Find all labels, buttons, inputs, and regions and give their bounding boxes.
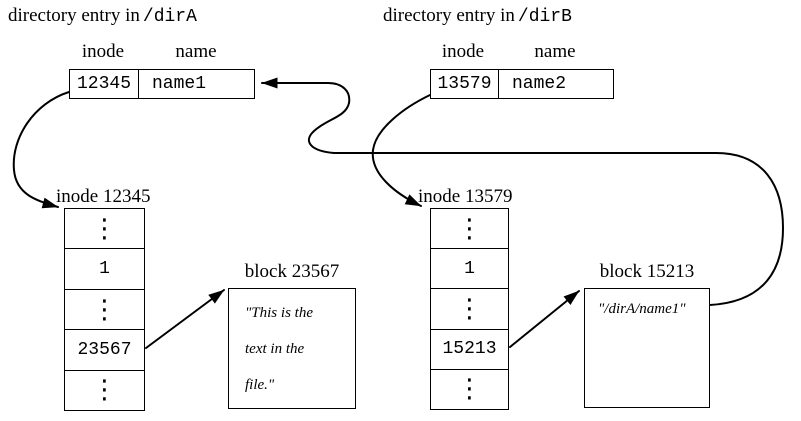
- arrow-inode-a-to-block-a: [145, 289, 225, 349]
- dirb-entry-title-text: directory entry in: [383, 5, 515, 26]
- block-b-label: block 15213: [599, 261, 695, 282]
- inode-row: ⋮: [91, 375, 118, 406]
- block-b-box: "/dirA/name1": [584, 288, 710, 408]
- block-a-box: "This is the text in the file.": [228, 288, 356, 409]
- dirb-name-cell: name2: [512, 74, 567, 94]
- dirb-inode-header: inode: [441, 41, 485, 62]
- dirb-inode-cell: 13579: [431, 70, 499, 98]
- inode-row: 1: [65, 249, 144, 290]
- dirb-entry-title: directory entry in/dirB: [383, 5, 572, 27]
- inode-a-label: inode 12345: [56, 186, 151, 207]
- dira-entry-title-text: directory entry in: [8, 5, 140, 26]
- block-a-text: "This is the text in the file.": [229, 289, 355, 403]
- inode-row: 15213: [431, 330, 508, 370]
- block-b-text: "/dirA/name1": [598, 301, 686, 317]
- arrow-inode-b-to-block-b: [509, 290, 580, 348]
- dira-entry-title: directory entry in/dirA: [8, 5, 197, 27]
- inode-b-label: inode 13579: [418, 186, 513, 207]
- inode-row: ⋮: [65, 209, 144, 250]
- dira-inode-header: inode: [81, 41, 125, 62]
- block-a-text-line: text in the: [245, 341, 305, 357]
- inode-row: 23567: [65, 330, 144, 371]
- dira-name-cell: name1: [152, 74, 207, 94]
- block-a-label: block 23567: [244, 261, 340, 282]
- inode-row: 1: [431, 249, 508, 290]
- inode-row: ⋮: [456, 374, 483, 405]
- inode-row: ⋮: [431, 209, 508, 250]
- dira-entry-table: 12345 name1: [69, 69, 255, 99]
- dira-inode-cell: 12345: [70, 70, 139, 98]
- inode-row: ⋮: [431, 289, 508, 330]
- block-a-text-line: "This is the: [245, 305, 313, 321]
- dirb-name-header: name: [534, 41, 576, 62]
- inode-b-table: ⋮ 1 ⋮ 15213 ⋮: [430, 208, 509, 410]
- dira-name-header: name: [175, 41, 217, 62]
- dira-path: /dirA: [142, 7, 197, 27]
- dirb-path: /dirB: [517, 7, 572, 27]
- dirb-entry-table: 13579 name2: [430, 69, 614, 99]
- inode-a-table: ⋮ 1 ⋮ 23567 ⋮: [64, 208, 145, 411]
- block-a-text-line: file.": [245, 377, 275, 393]
- inode-row: ⋮: [65, 290, 144, 331]
